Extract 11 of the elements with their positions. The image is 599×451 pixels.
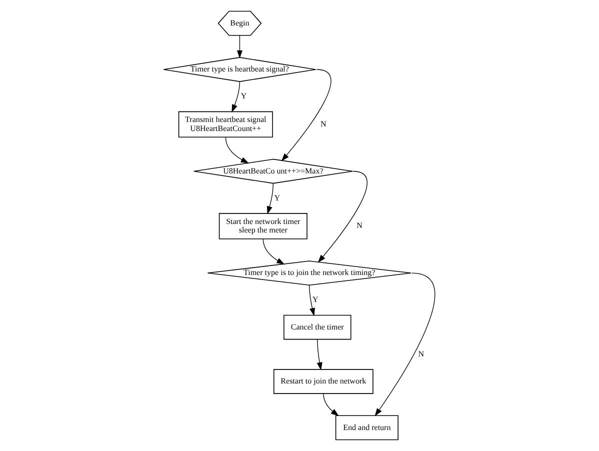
arrow	[262, 238, 285, 264]
arrow	[281, 69, 332, 162]
arrow	[266, 182, 274, 214]
arrow	[225, 136, 249, 164]
arrow	[236, 35, 243, 58]
arrow	[232, 81, 240, 112]
arrow	[318, 170, 368, 263]
arrow	[309, 284, 315, 316]
arrow	[374, 272, 435, 416]
arrow	[316, 338, 322, 370]
arrow	[323, 393, 339, 416]
